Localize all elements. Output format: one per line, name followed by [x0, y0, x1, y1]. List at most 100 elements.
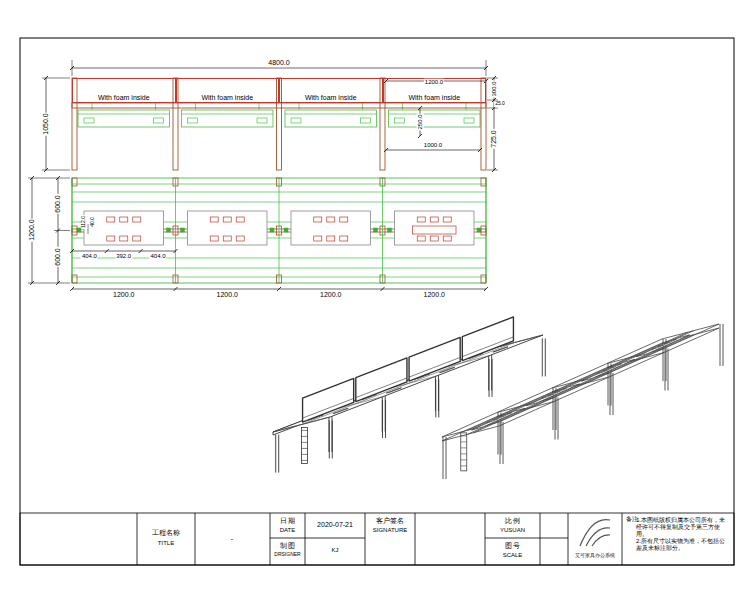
- dimension: 1200.0: [28, 218, 36, 241]
- title-field: 制 图: [280, 542, 296, 550]
- dimension-line: [386, 150, 480, 151]
- post: [72, 226, 77, 235]
- dimension: 4800.0: [267, 59, 290, 67]
- title-block-rule: [365, 513, 366, 565]
- dimension: 1200.0: [112, 291, 135, 299]
- desktop-edge: [72, 103, 486, 108]
- power-socket: [223, 217, 231, 222]
- extension-line: [487, 170, 498, 171]
- power-socket: [430, 236, 438, 241]
- cross-beam: [442, 422, 499, 437]
- power-socket: [314, 217, 322, 222]
- power-socket: [554, 388, 566, 392]
- table-leg: [555, 398, 556, 440]
- dimension-line: [72, 68, 486, 69]
- power-socket: [327, 236, 335, 241]
- title-block-rule: [540, 513, 541, 565]
- dimension-tick: [105, 249, 109, 253]
- extension-line: [54, 230, 70, 231]
- table-leg: [278, 435, 279, 473]
- cable-tray: [526, 384, 579, 406]
- logo-stroke: [586, 528, 610, 546]
- cross-beam: [607, 349, 664, 364]
- post: [481, 226, 486, 235]
- power-socket: [443, 217, 451, 222]
- dimension: 725.0: [490, 129, 498, 149]
- table-leg: [435, 373, 436, 411]
- cable-chain: [301, 427, 307, 463]
- cable-chain-link: [301, 436, 307, 437]
- power-socket: [236, 236, 244, 241]
- logo-stroke: [580, 520, 610, 546]
- power-socket: [340, 217, 348, 222]
- dimension: 250.0: [417, 113, 424, 130]
- dimension-tick: [277, 287, 281, 291]
- cable-chain-link: [461, 441, 467, 442]
- screen-panel: [356, 358, 407, 402]
- title-block-frame: [20, 513, 734, 565]
- bracket: [257, 118, 267, 123]
- table-leg: [491, 353, 492, 391]
- cross-beam: [662, 324, 719, 339]
- joint: [181, 228, 185, 232]
- cable-chain-link: [461, 447, 467, 448]
- table-leg: [720, 324, 721, 366]
- bracket: [464, 118, 474, 123]
- cable-tray: [471, 408, 524, 430]
- title-block: [20, 513, 734, 565]
- dimension-tick: [384, 79, 388, 83]
- power-socket: [210, 236, 218, 241]
- dimension: 404.0: [149, 253, 166, 260]
- power-socket: [223, 236, 231, 241]
- table-leg: [613, 373, 614, 415]
- isometric-frame: [442, 324, 723, 479]
- foam-panel: With foam inside: [176, 78, 280, 103]
- cable-tray: [84, 211, 164, 245]
- cross-beam: [552, 377, 609, 392]
- support-beam: [285, 114, 377, 115]
- isometric-desk: [273, 317, 545, 473]
- power-socket: [443, 236, 451, 241]
- support-beam: [182, 114, 274, 115]
- power-socket: [120, 236, 128, 241]
- cross-beam: [662, 328, 719, 343]
- cross-beam: [607, 353, 664, 368]
- cable-chain-link: [301, 454, 307, 455]
- extension-line: [486, 60, 487, 76]
- frame-beam: [473, 331, 693, 429]
- support-frame: [78, 110, 170, 127]
- joint: [167, 228, 171, 232]
- panel-support: [362, 103, 363, 110]
- frame-beam: [382, 178, 383, 283]
- desk-seam: [302, 343, 515, 425]
- table-leg: [542, 338, 543, 376]
- dimension: 1200.0: [423, 291, 446, 299]
- screen-panel: [462, 317, 513, 361]
- bracket: [395, 118, 405, 123]
- table-leg: [443, 437, 444, 479]
- power-socket: [327, 217, 335, 222]
- cable-chain-link: [301, 430, 307, 431]
- title-block-rule: [485, 538, 568, 539]
- title-field: 比 例: [505, 517, 521, 525]
- dimension: 25.0: [494, 101, 506, 107]
- dimension-tick: [70, 249, 74, 253]
- dimension-tick: [384, 148, 388, 152]
- desk-outline: [72, 178, 486, 283]
- panel-support: [299, 103, 300, 110]
- power-socket: [210, 217, 218, 222]
- title-field: 日 期: [280, 517, 296, 525]
- frame-beam: [279, 178, 280, 283]
- power-socket: [107, 217, 115, 222]
- front-elevation: [42, 60, 498, 172]
- title-field: YUSUAN: [500, 527, 525, 534]
- title-field: DRSIGNER: [274, 552, 300, 558]
- post: [72, 178, 77, 186]
- dimension-tick: [139, 249, 143, 253]
- table-leg: [438, 373, 439, 411]
- cross-beam: [552, 373, 609, 388]
- note: 1.本图纸版权归属本公司所有，未经许可不得复制及交予第三方使用。: [636, 517, 730, 538]
- company-name: 艾可家具办公系统: [575, 553, 615, 559]
- cross-beam: [442, 426, 499, 441]
